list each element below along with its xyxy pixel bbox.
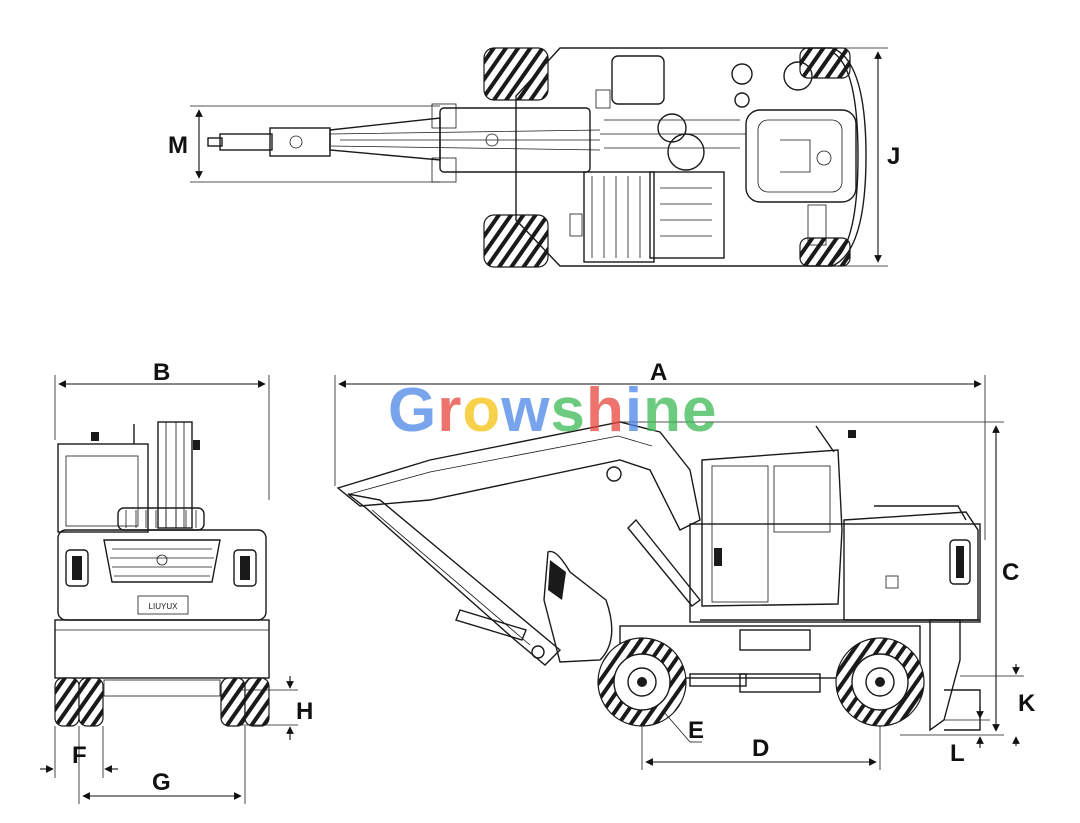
- top-view: [190, 47, 888, 268]
- top-tire-front-right: [483, 214, 549, 268]
- dim-label-k: K: [1018, 690, 1036, 717]
- brand-letter: G: [388, 376, 438, 445]
- brand-letter: o: [462, 376, 502, 445]
- dim-label-j: J: [887, 143, 901, 170]
- rear-view: LIUYUX: [40, 375, 298, 804]
- dim-label-h: H: [296, 698, 314, 725]
- dim-label-b: B: [153, 359, 171, 386]
- brand-letter: i: [624, 376, 644, 445]
- dim-label-m: M: [168, 132, 188, 159]
- brand-letter: n: [643, 376, 682, 445]
- dim-label-d: D: [752, 735, 770, 762]
- brand-letter: h: [585, 376, 625, 445]
- side-view: [334, 375, 1024, 770]
- brand-watermark: Growshine: [388, 380, 717, 442]
- dim-label-f: F: [72, 742, 87, 769]
- side-wheel-front: [597, 637, 687, 727]
- brand-letter: e: [681, 376, 718, 445]
- dim-label-a: A: [650, 359, 668, 386]
- dim-label-g: G: [152, 769, 171, 796]
- dim-label-l: L: [950, 740, 965, 767]
- rear-plate-text: LIUYUX: [149, 602, 179, 611]
- brand-letter: w: [501, 376, 551, 445]
- side-wheel-rear: [835, 637, 925, 727]
- top-tire-front-left: [483, 47, 549, 101]
- dim-label-c: C: [1002, 559, 1020, 586]
- brand-letter: r: [437, 376, 463, 445]
- brand-letter: s: [550, 376, 586, 445]
- dim-label-e: E: [688, 717, 705, 744]
